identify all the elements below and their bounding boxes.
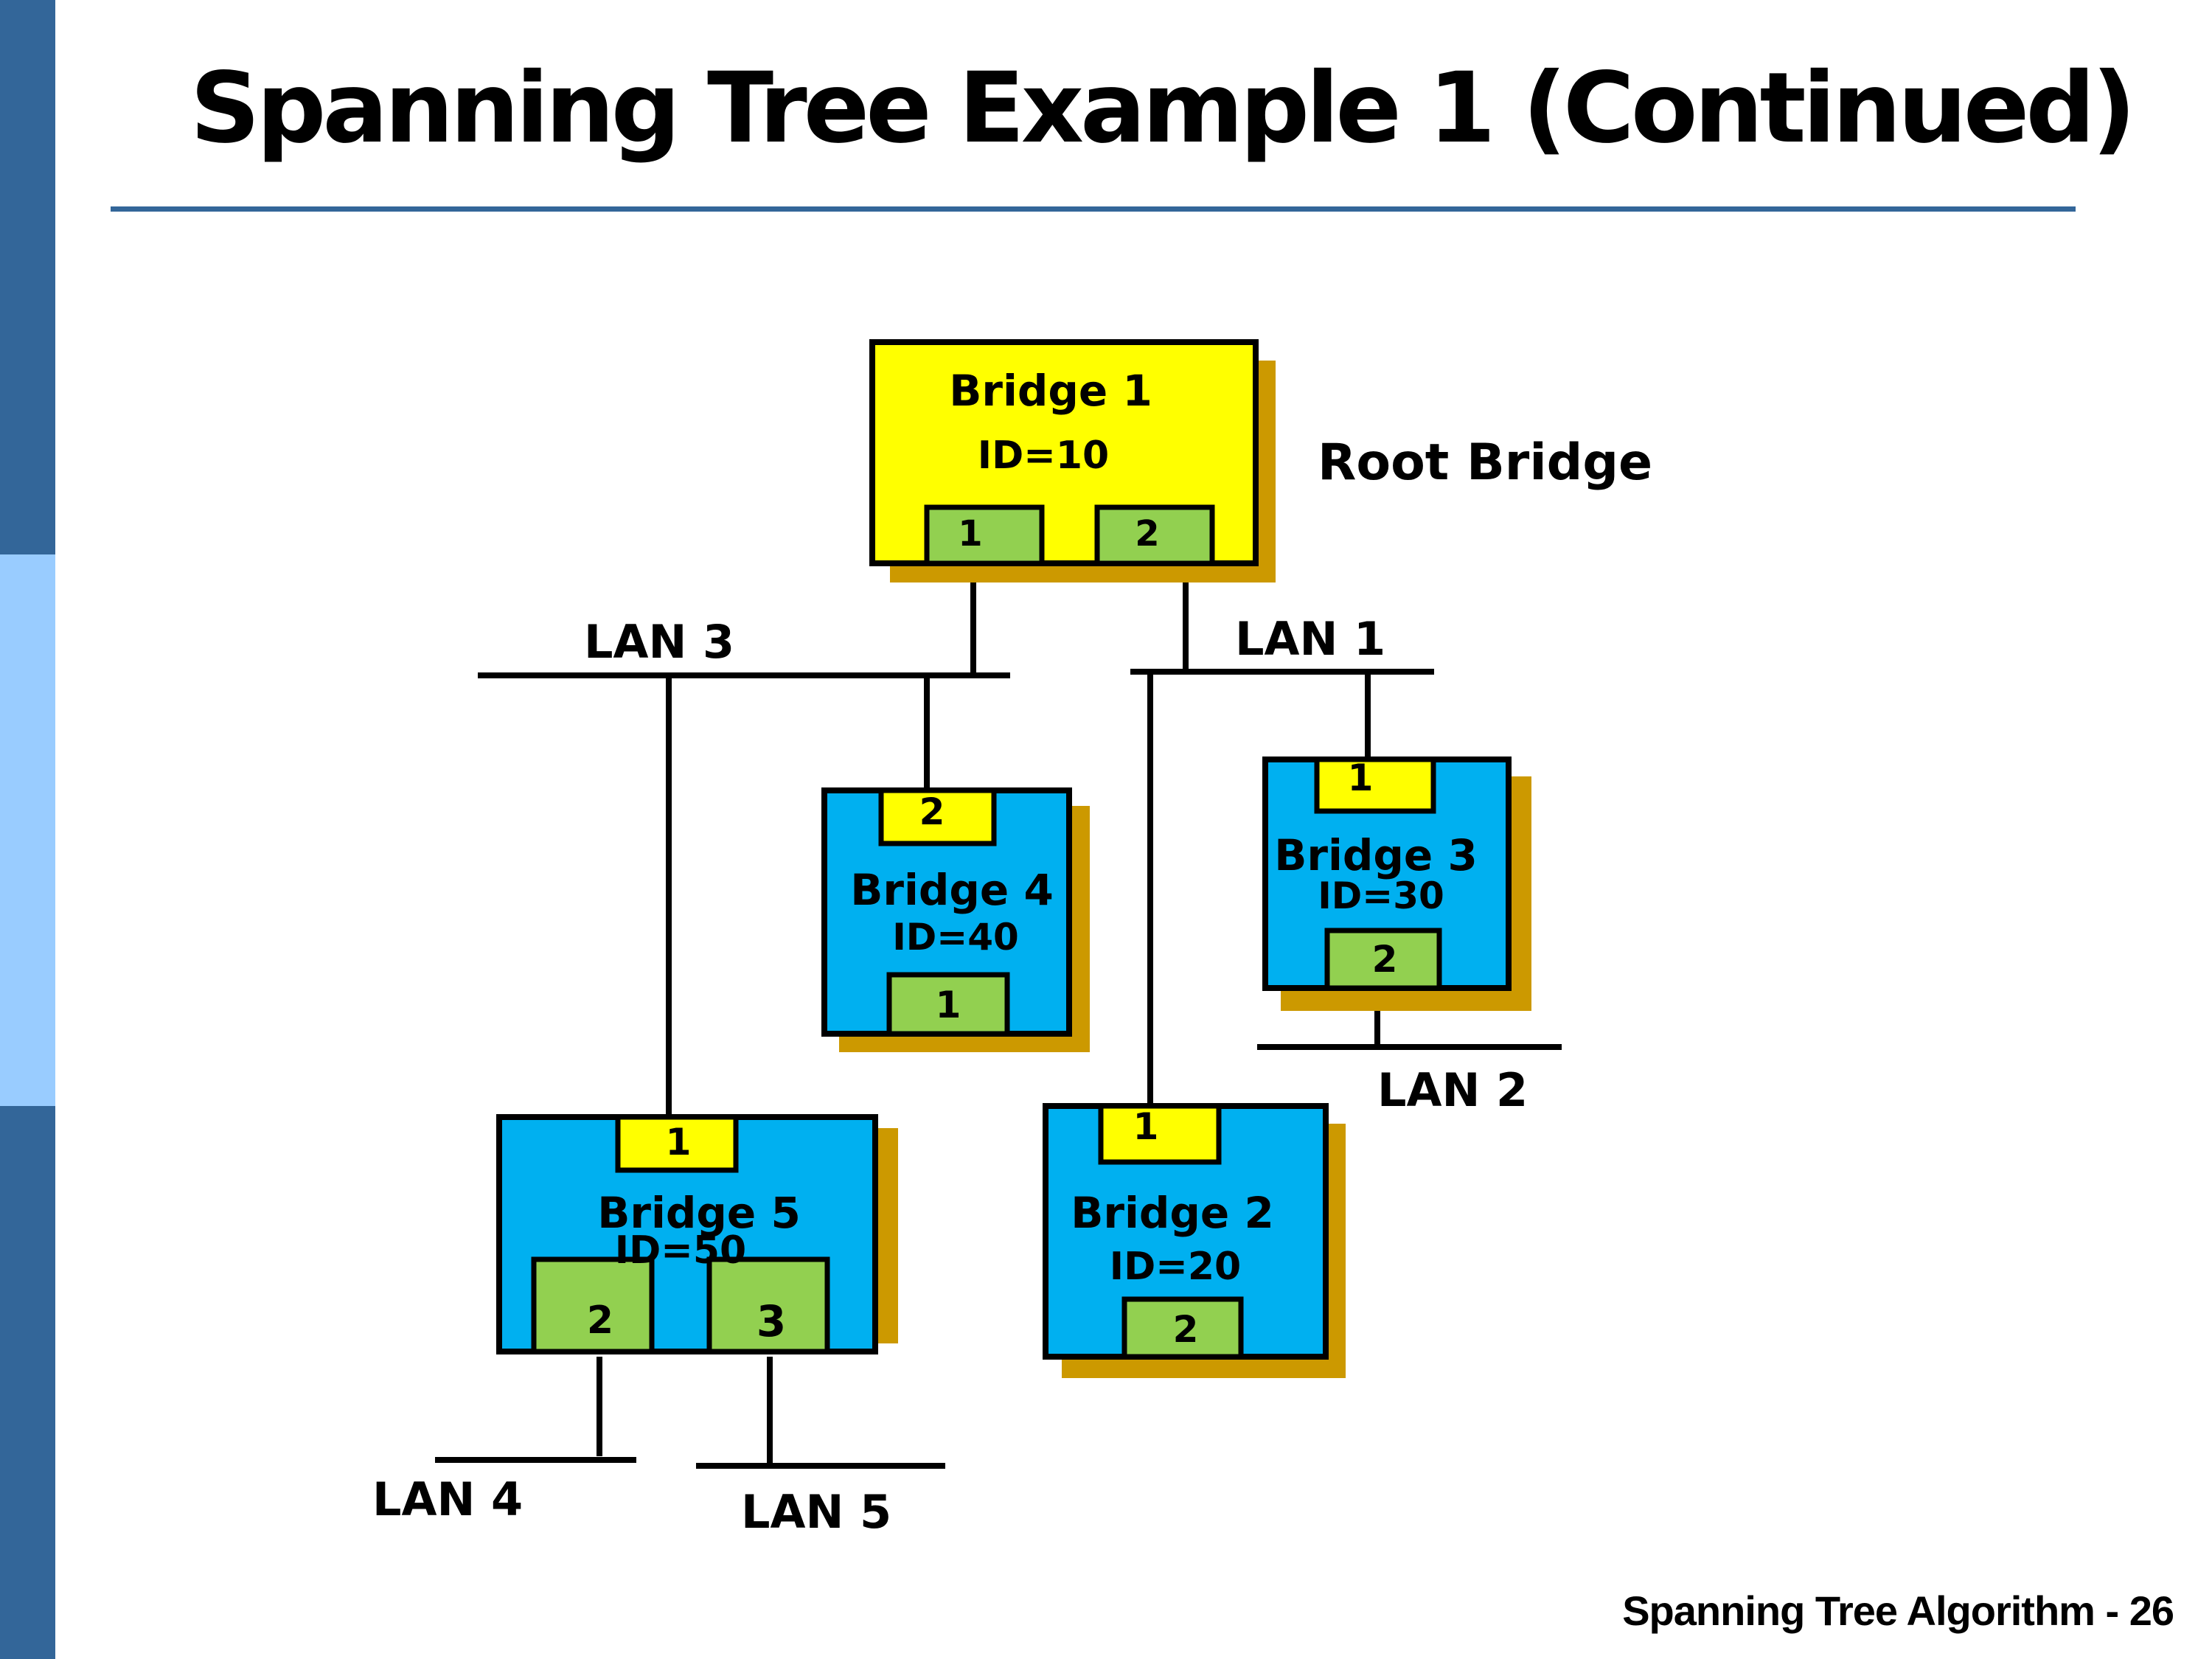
bridge-4: Bridge 4 ID=40 2 1 [821, 787, 1090, 1052]
bridge-5-port-1 [615, 1114, 739, 1173]
bridge-4-id: ID=40 [892, 916, 1019, 959]
bridge-5-port-2 [531, 1256, 655, 1354]
bridge-2-port-2 [1121, 1296, 1244, 1360]
lan-4-label: LAN 4 [372, 1472, 523, 1526]
title-divider [111, 206, 2076, 212]
bridge-3-id: ID=30 [1318, 874, 1444, 917]
bridge-1-id: ID=10 [978, 434, 1109, 478]
slide-footer: Spanning Tree Algorithm - 26 [1622, 1587, 2174, 1634]
bridge-1: Bridge 1 ID=10 1 2 [869, 339, 1276, 582]
lan-2-label: LAN 2 [1377, 1063, 1528, 1117]
lan-1-label: LAN 1 [1235, 612, 1385, 666]
bridge-1-port-2 [1094, 504, 1215, 566]
bridge-2-port-2-label: 2 [1173, 1308, 1199, 1351]
bridge-4-name: Bridge 4 [850, 865, 1054, 915]
bridge-1-port-2-label: 2 [1135, 513, 1159, 554]
bridge-2-name: Bridge 2 [1071, 1188, 1274, 1238]
bridge-5-port-3-label: 3 [757, 1296, 786, 1346]
lan-5-label: LAN 5 [741, 1485, 891, 1539]
bridge-5: Bridge 5 ID=50 1 2 3 [496, 1114, 898, 1354]
bridge-4-port-1-label: 1 [936, 984, 961, 1026]
root-bridge-label: Root Bridge [1318, 434, 1652, 492]
bridge-4-port-2-label: 2 [919, 790, 945, 833]
lan-3-label: LAN 3 [584, 615, 734, 669]
bridge-5-name: Bridge 5 [597, 1188, 801, 1238]
bridge-2-port-1-label: 1 [1133, 1105, 1159, 1148]
bridge-3-port-2 [1324, 928, 1442, 991]
bridge-2: Bridge 2 ID=20 1 2 [1043, 1103, 1346, 1378]
bridge-1-port-1 [924, 504, 1045, 566]
bridge-5-port-3 [706, 1256, 830, 1354]
sidebar-segment-bottom [0, 1106, 55, 1659]
bridge-4-port-1 [886, 972, 1010, 1037]
bridge-2-port-1 [1098, 1103, 1222, 1165]
bridge-4-port-2 [878, 787, 997, 846]
bridge-3-port-1 [1314, 757, 1436, 814]
bridge-5-port-2-label: 2 [587, 1298, 613, 1343]
bridge-2-id: ID=20 [1110, 1245, 1241, 1289]
bridge-1-name: Bridge 1 [949, 366, 1152, 416]
bridge-3-port-1-label: 1 [1348, 757, 1374, 799]
bridge-5-id: ID=50 [615, 1228, 746, 1273]
bridge-3-name: Bridge 3 [1274, 830, 1478, 880]
sidebar-accent [0, 0, 55, 1659]
bridge-3: Bridge 3 ID=30 1 2 [1262, 757, 1531, 1011]
bridge-3-port-2-label: 2 [1372, 938, 1398, 981]
bridge-5-port-1-label: 1 [666, 1121, 692, 1164]
sidebar-segment-middle [0, 554, 55, 1106]
slide-title: Spanning Tree Example 1 (Continued) [189, 52, 2136, 165]
bridge-1-port-1-label: 1 [958, 513, 982, 554]
sidebar-segment-top [0, 0, 55, 554]
